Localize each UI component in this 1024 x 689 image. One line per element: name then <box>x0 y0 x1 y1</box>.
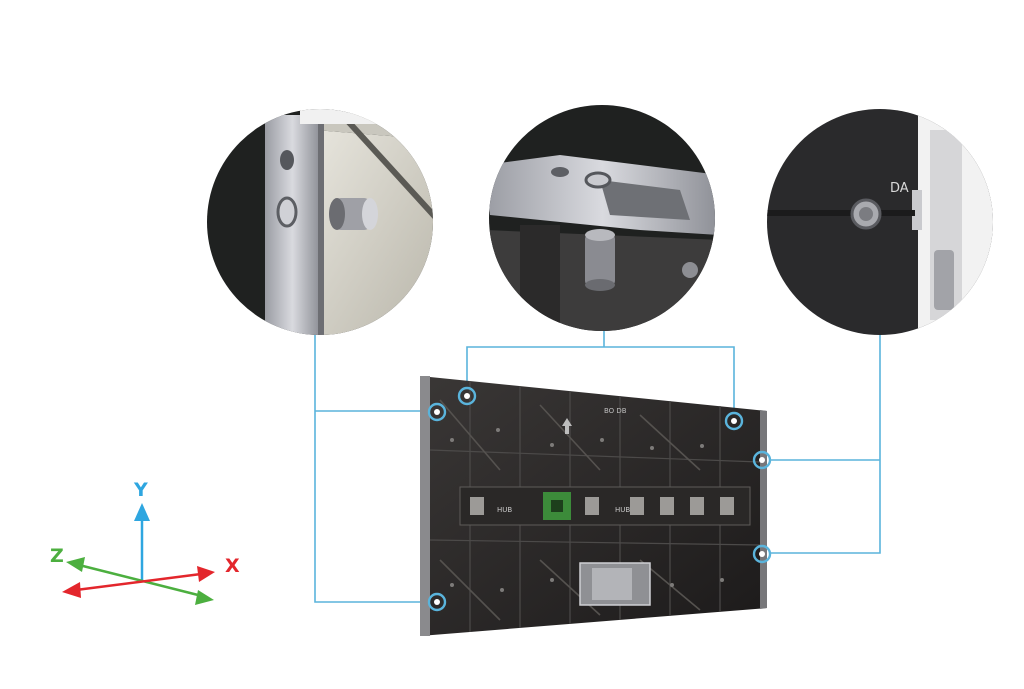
marker-left-top <box>427 402 447 422</box>
highlight-markers <box>427 386 772 612</box>
marker-right-top <box>752 450 772 470</box>
connector-right <box>769 238 881 554</box>
z-axis-label: Z <box>50 545 64 567</box>
marker-left-bottom <box>427 592 447 612</box>
led-cabinet: HUB HUB BO DB <box>420 376 767 636</box>
y-axis-arrow-icon <box>134 503 150 521</box>
marker-top-left <box>457 386 477 406</box>
y-axis-label: Y <box>133 479 148 501</box>
connector-left <box>314 335 424 603</box>
detail-circle-middle <box>489 105 715 331</box>
hub-label-left: HUB <box>497 506 512 514</box>
connector-mid-bracket <box>466 346 735 413</box>
z-axis-arrow-icon <box>66 557 85 572</box>
marker-top-right <box>724 411 744 431</box>
detail-circle-right: DA <box>767 109 993 335</box>
axis-indicator: Y X Z <box>50 479 240 605</box>
connector-lines <box>314 238 881 603</box>
detail-right-label: DA <box>890 181 909 196</box>
up-arrow-icon <box>562 418 572 434</box>
detail-circle-left <box>207 109 433 335</box>
marker-right-bottom <box>752 544 772 564</box>
x-axis-label: X <box>225 555 240 577</box>
hub-label-right: HUB <box>615 506 630 514</box>
panel-top-marks: BO DB <box>604 407 627 415</box>
x-axis-line <box>75 572 202 592</box>
x-axis-arrow-icon <box>197 566 215 582</box>
